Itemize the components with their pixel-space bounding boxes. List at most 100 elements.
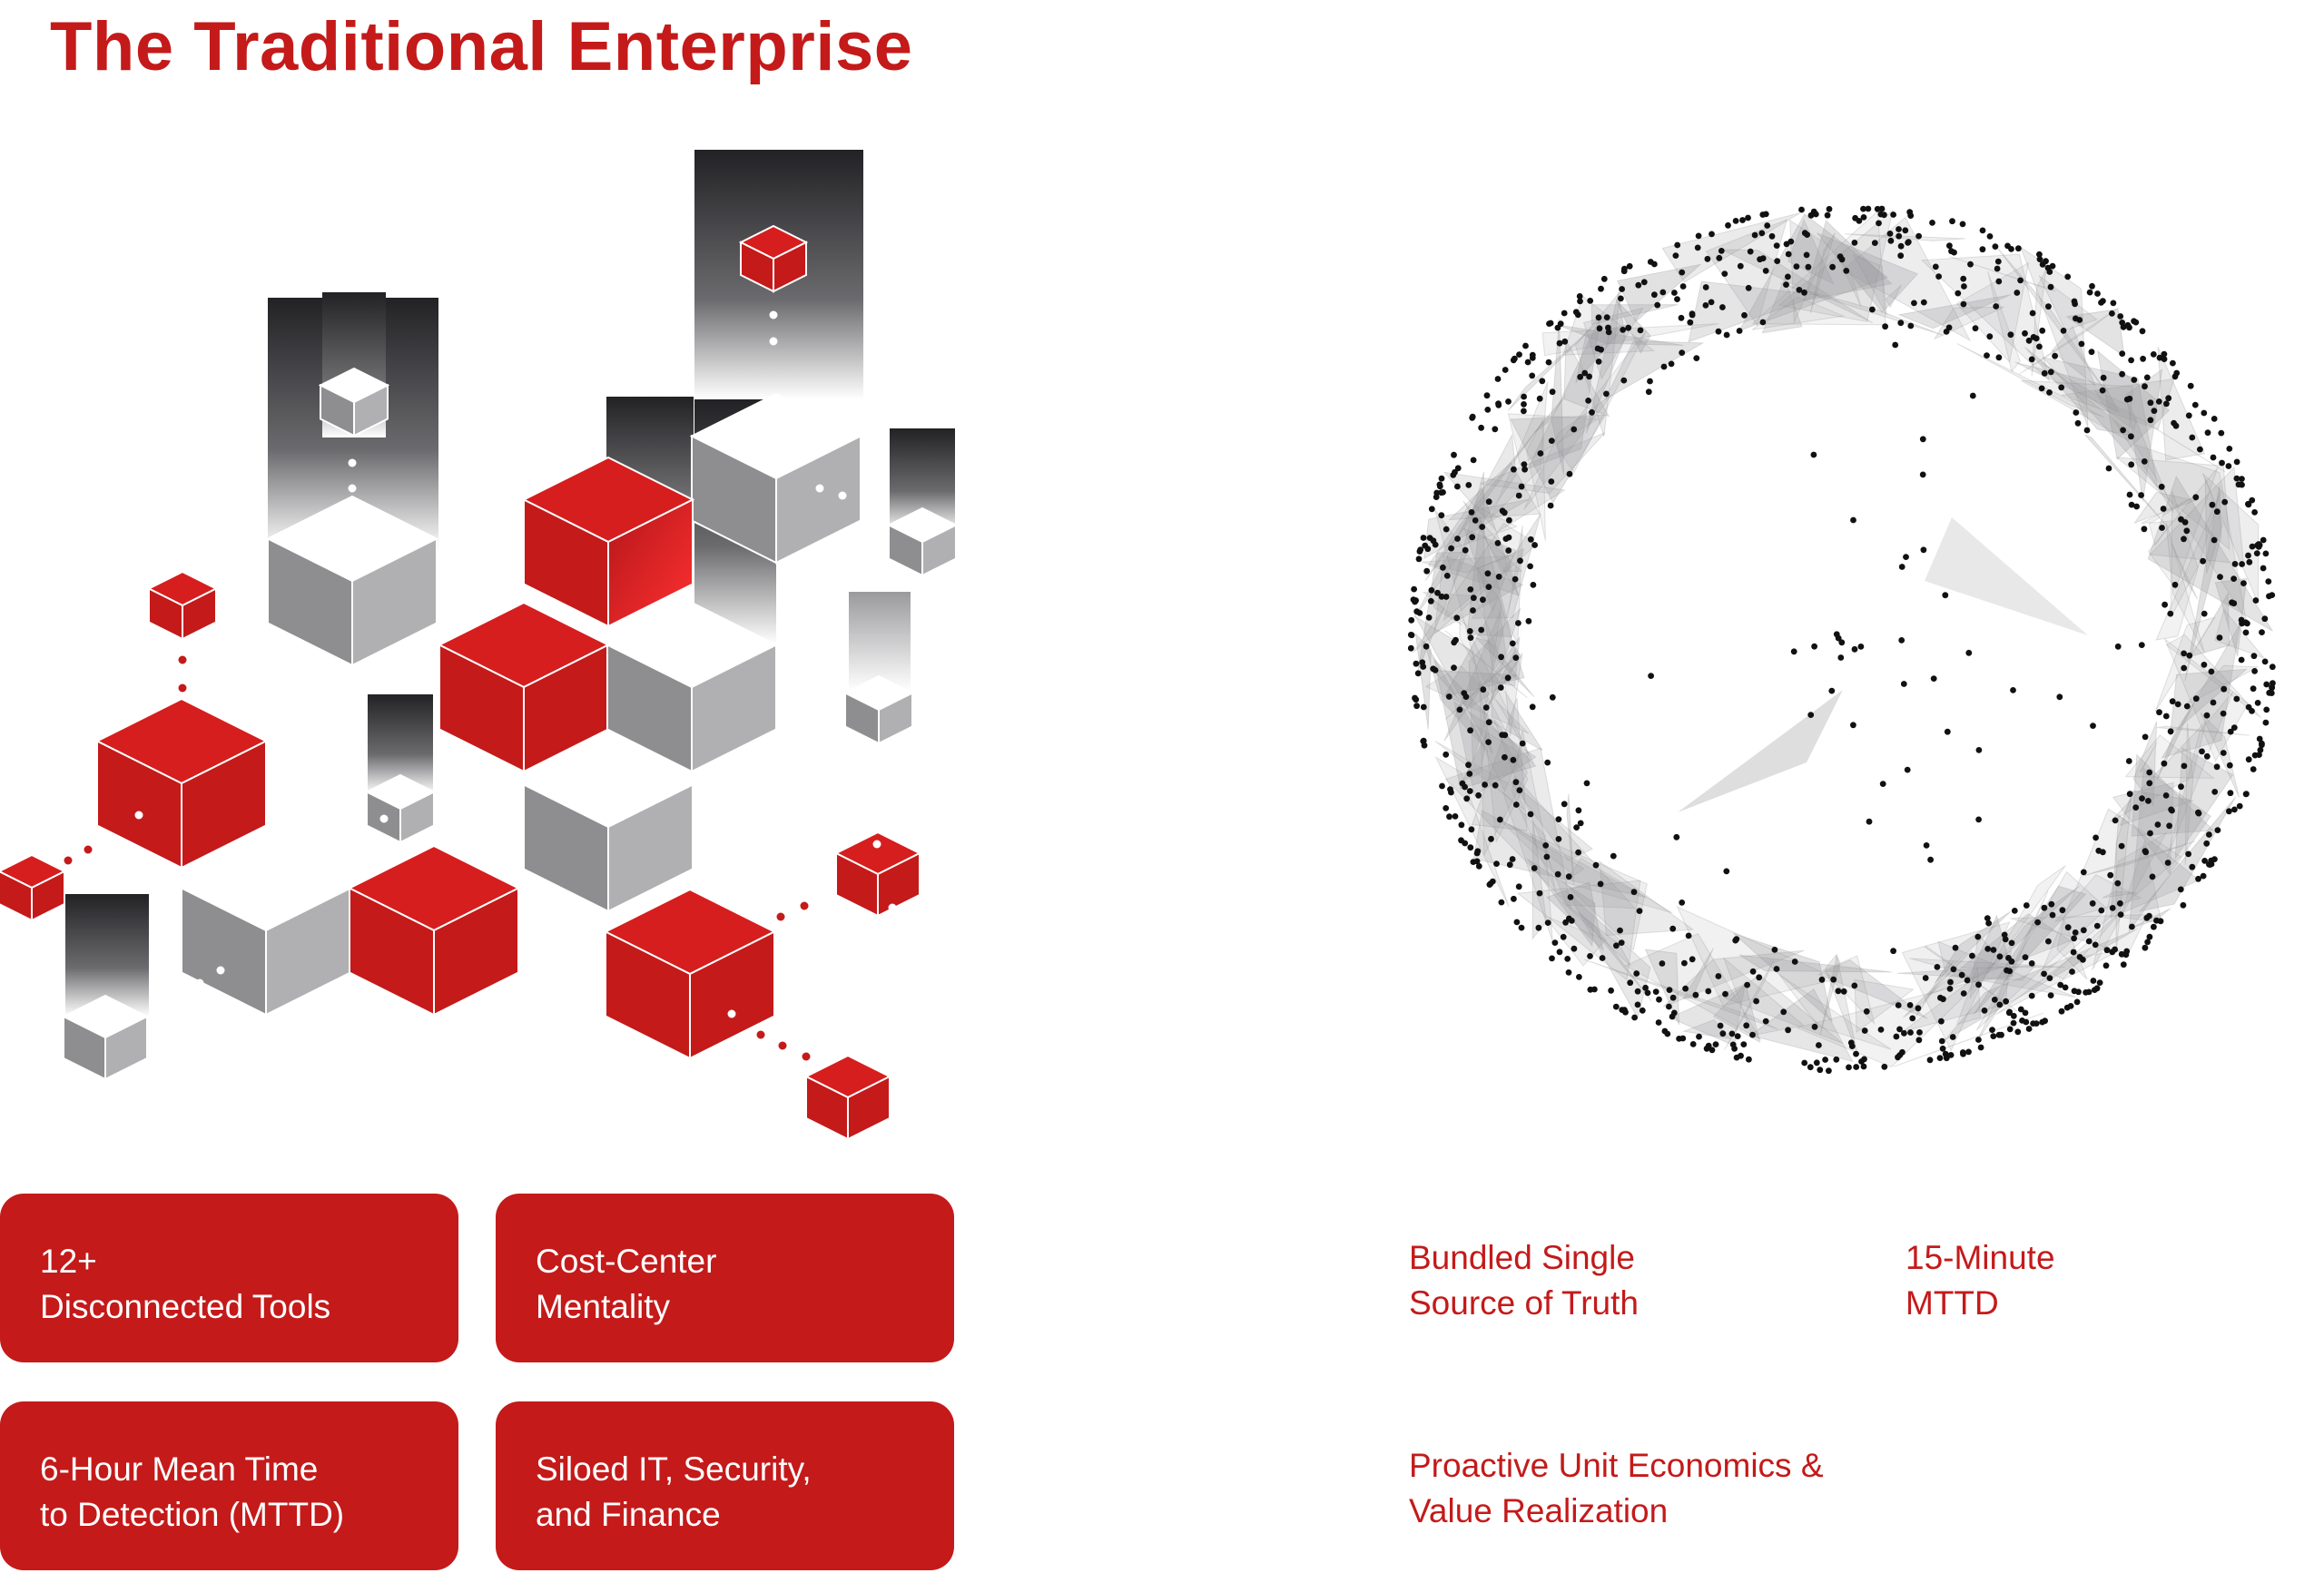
ring-facet xyxy=(1424,664,1530,734)
ring-node xyxy=(1702,302,1709,309)
ring-facet xyxy=(1662,949,1805,1008)
ring-node xyxy=(2231,806,2238,813)
cube-shape xyxy=(738,224,809,293)
ring-node xyxy=(1502,367,1509,373)
ring-node xyxy=(1479,524,1486,530)
ring-facet xyxy=(1682,948,1714,1000)
ring-facet xyxy=(2174,747,2234,860)
feature-unit-economics: Proactive Unit Economics & Value Realiza… xyxy=(1409,1443,1824,1534)
ring-node xyxy=(2217,574,2223,580)
ring-node xyxy=(1860,1063,1867,1070)
cube-shape xyxy=(605,601,779,773)
ring-node xyxy=(1575,807,1582,814)
ring-facet xyxy=(1975,890,2049,1043)
ring-node xyxy=(2028,356,2035,363)
ring-node xyxy=(2010,687,2016,693)
ring-node xyxy=(2123,948,2131,955)
ring-node xyxy=(2034,919,2042,926)
ring-node xyxy=(2162,713,2170,720)
card-disconnected-tools: 12+ Disconnected Tools xyxy=(0,1194,458,1362)
ring-node xyxy=(1488,835,1494,842)
ring-node xyxy=(1564,956,1571,962)
ring-node xyxy=(1642,984,1649,991)
ring-node xyxy=(1556,339,1563,347)
ring-node xyxy=(1448,545,1454,552)
ring-node xyxy=(2078,340,2085,348)
ring-node xyxy=(1981,1008,1988,1014)
ring-node xyxy=(1631,1014,1638,1021)
ring-node xyxy=(1793,263,1800,270)
ring-node xyxy=(1824,211,1831,219)
ring-node xyxy=(2019,1018,2025,1024)
ring-node xyxy=(1679,283,1687,290)
ring-facet xyxy=(1644,949,1680,1026)
ring-node xyxy=(1744,981,1750,988)
ring-node xyxy=(1929,220,1935,226)
cube-shape xyxy=(61,994,150,1081)
ring-node xyxy=(1949,1034,1956,1040)
ring-node xyxy=(2056,693,2063,701)
ring-facet xyxy=(1909,958,2065,968)
ring-facet xyxy=(2156,725,2250,736)
ring-node xyxy=(1591,986,1598,993)
ring-node xyxy=(2162,601,2169,608)
ring-node xyxy=(1851,982,1858,989)
ring-node xyxy=(2010,1012,2017,1019)
ring-node xyxy=(2119,320,2126,326)
ring-node xyxy=(1544,759,1551,766)
ring-node xyxy=(1747,248,1754,255)
ring-node xyxy=(1673,833,1680,841)
ring-node xyxy=(2153,917,2160,924)
ring-node xyxy=(1504,674,1512,682)
ring-node xyxy=(2227,728,2234,735)
ring-node xyxy=(2125,758,2132,764)
ring-node xyxy=(1915,232,1923,240)
ring-node xyxy=(1977,1044,1984,1051)
ring-facet xyxy=(2124,734,2215,779)
ring-node xyxy=(1517,557,1523,565)
ring-node xyxy=(1681,959,1688,967)
ring-node xyxy=(2126,395,2133,402)
ring-node xyxy=(1548,478,1555,485)
ring-node xyxy=(2007,331,2014,339)
cube-shape xyxy=(689,392,863,565)
ring-node xyxy=(1796,287,1803,293)
ring-node xyxy=(2076,317,2083,323)
ring-node xyxy=(1626,262,1633,270)
ring-node xyxy=(1644,989,1651,997)
ring-facet xyxy=(1432,669,1519,711)
ring-node xyxy=(2132,804,2140,811)
ring-node xyxy=(1573,824,1580,831)
ring-node xyxy=(1705,988,1712,995)
ring-node xyxy=(1762,1018,1769,1025)
ring-node xyxy=(1890,948,1897,955)
ring-facet xyxy=(1483,535,1523,573)
ring-node xyxy=(1459,780,1466,787)
ring-node xyxy=(1428,506,1435,513)
ring-node xyxy=(2057,981,2064,988)
ring-node xyxy=(2239,476,2245,482)
ring-node xyxy=(1813,1059,1820,1067)
ring-facet xyxy=(1624,932,1762,1041)
ring-node xyxy=(1527,811,1534,818)
ring-node xyxy=(1420,703,1427,711)
ring-node xyxy=(2250,766,2257,772)
ring-facet xyxy=(1471,697,1528,831)
ring-node xyxy=(1555,816,1562,822)
ring-node xyxy=(1415,555,1423,563)
ring-node xyxy=(1877,1027,1885,1033)
ring-node xyxy=(1451,664,1457,671)
ring-node xyxy=(1896,232,1903,240)
ring-node xyxy=(2089,900,2096,907)
ring-node xyxy=(2200,557,2207,565)
ring-node xyxy=(2025,337,2033,344)
ring-facet xyxy=(2040,361,2138,431)
ring-facet xyxy=(1470,722,1521,792)
ring-node xyxy=(1838,639,1846,646)
ring-node xyxy=(2083,427,2091,434)
ring-node xyxy=(1445,693,1452,700)
ring-node xyxy=(1974,933,1982,940)
ring-node xyxy=(1717,1022,1724,1029)
ring-node xyxy=(1890,211,1897,218)
ring-node xyxy=(1561,801,1568,808)
